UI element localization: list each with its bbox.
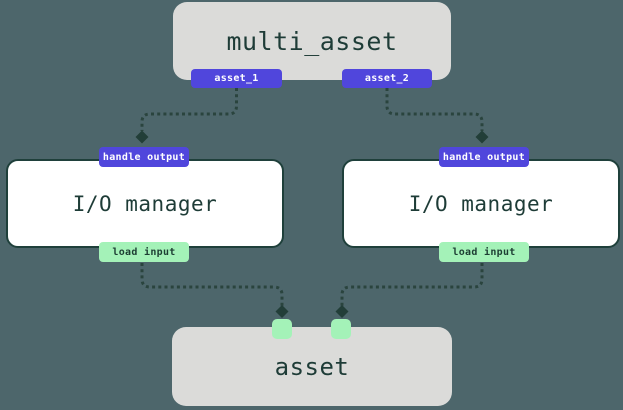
asset-label: asset bbox=[274, 352, 350, 381]
io-manager-1-label: I/O manager bbox=[72, 191, 218, 216]
output-badge-asset-2-label: asset_2 bbox=[364, 73, 410, 84]
handle-output-badge-2-label: handle output bbox=[442, 151, 526, 163]
output-badge-asset-1: asset_1 bbox=[191, 69, 282, 88]
edge-asset2-to-io2 bbox=[385, 88, 484, 131]
edge-io1-to-asset bbox=[140, 263, 284, 306]
load-input-badge-1-label: load input bbox=[112, 246, 176, 258]
multi-asset-label: multi_asset bbox=[226, 26, 398, 56]
edge-asset1-to-io1 bbox=[140, 88, 238, 131]
arrowhead-diamond bbox=[275, 305, 289, 318]
node-io-manager-2: handle output I/O manager load input bbox=[342, 147, 620, 262]
node-multi-asset: multi_asset asset_1 asset_2 bbox=[173, 2, 451, 88]
load-input-badge-2: load input bbox=[439, 242, 529, 262]
arrowhead-diamond bbox=[135, 130, 149, 144]
arrowhead-diamond bbox=[475, 130, 489, 144]
load-input-badge-1: load input bbox=[99, 242, 189, 262]
handle-output-badge-2: handle output bbox=[439, 147, 529, 167]
output-badge-asset-2: asset_2 bbox=[342, 69, 432, 88]
io-manager-2-label: I/O manager bbox=[408, 191, 554, 216]
output-badge-asset-1-label: asset_1 bbox=[214, 73, 259, 84]
node-asset: asset bbox=[172, 319, 452, 406]
asset-input-port-1 bbox=[272, 319, 292, 339]
load-input-badge-2-label: load input bbox=[452, 246, 516, 258]
asset-input-port-2 bbox=[331, 319, 351, 339]
arrowhead-diamond bbox=[335, 305, 349, 318]
handle-output-badge-1: handle output bbox=[99, 147, 189, 167]
node-io-manager-1: handle output I/O manager load input bbox=[6, 147, 284, 262]
handle-output-badge-1-label: handle output bbox=[102, 151, 186, 163]
edge-io2-to-asset bbox=[340, 263, 484, 306]
